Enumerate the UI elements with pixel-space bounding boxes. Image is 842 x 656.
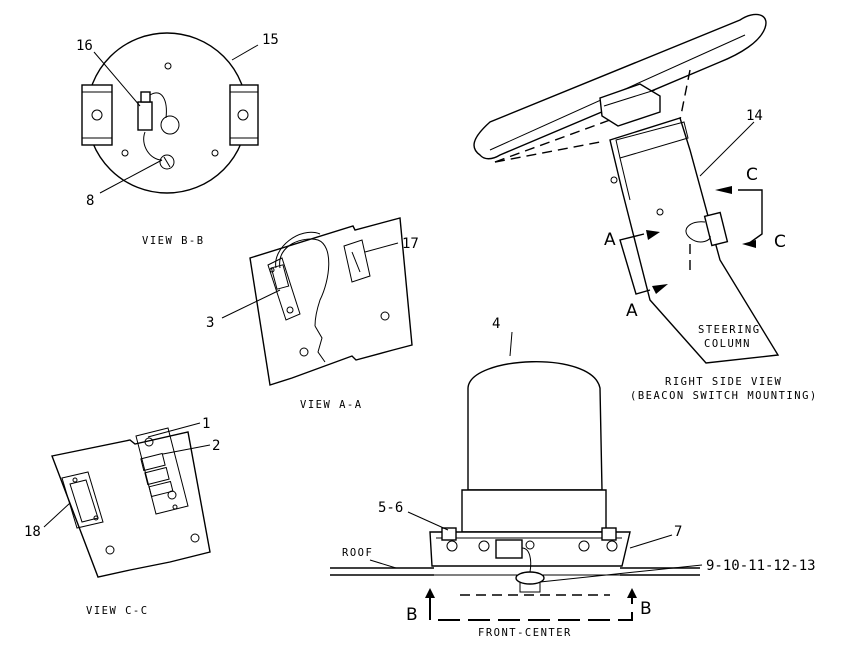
view-bb-caption: VIEW B-B [142, 235, 205, 247]
view-cc-drawing [43, 422, 211, 578]
section-a-lower-marker: A [626, 301, 638, 321]
view-bb-drawing [81, 32, 259, 194]
callout-4: 4 [492, 316, 500, 332]
right-side-view-drawing [473, 13, 780, 364]
beacon-drawing [330, 331, 703, 621]
steering-label: STEERING [698, 324, 761, 336]
callout-15: 15 [262, 32, 279, 48]
callout-14: 14 [746, 108, 763, 124]
column-label: COLUMN [704, 338, 751, 350]
callout-18: 18 [24, 524, 41, 540]
roof-label: ROOF [342, 547, 373, 559]
section-b-right-marker: B [640, 599, 652, 619]
callout-17: 17 [402, 236, 419, 252]
right-side-view-caption: RIGHT SIDE VIEW [665, 376, 782, 388]
callout-3: 3 [206, 315, 214, 331]
section-c-upper-marker: C [746, 165, 758, 185]
beacon-switch-mounting-caption: (BEACON SWITCH MOUNTING) [630, 390, 818, 402]
callout-8: 8 [86, 193, 94, 209]
view-cc-caption: VIEW C-C [86, 605, 149, 617]
section-a-upper-marker: A [604, 230, 616, 250]
callout-2: 2 [212, 438, 220, 454]
callout-9-13: 9-10-11-12-13 [706, 558, 816, 574]
section-c-lower-marker: C [774, 232, 786, 252]
callout-5-6: 5-6 [378, 500, 403, 516]
callout-1: 1 [202, 416, 210, 432]
section-b-left-marker: B [406, 605, 418, 625]
front-center-caption: FRONT-CENTER [478, 627, 572, 639]
view-aa-caption: VIEW A-A [300, 399, 363, 411]
callout-7: 7 [674, 524, 682, 540]
callout-16: 16 [76, 38, 93, 54]
view-aa-drawing [221, 217, 413, 386]
